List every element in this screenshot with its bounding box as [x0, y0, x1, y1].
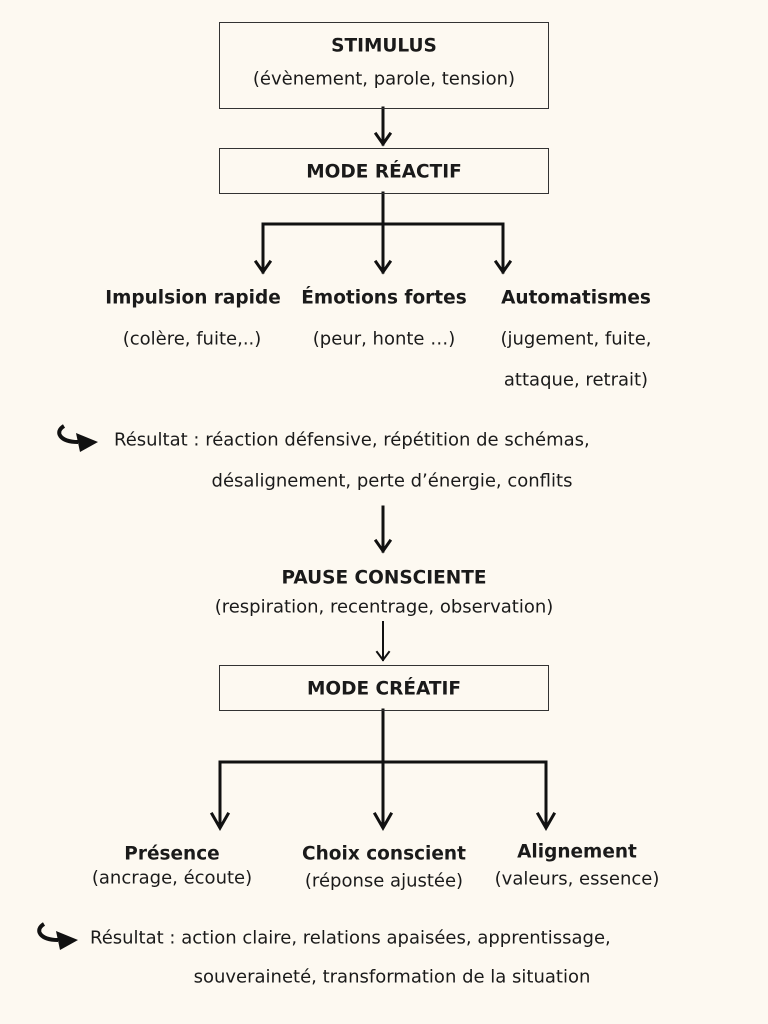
reactive-result-line2: désalignement, perte d’énergie, conflits [211, 470, 573, 492]
creative-mode-title: MODE CRÉATIF [306, 678, 462, 700]
creative-branch-title: Présence [124, 843, 220, 865]
reactive-branch-title: Émotions fortes [301, 287, 467, 309]
creative-branch-title: Alignement [517, 841, 637, 863]
creative-result-line2: souveraineté, transformation de la situa… [193, 966, 591, 988]
reactive-branch-detail: (jugement, fuite, [500, 328, 652, 350]
reactive-mode-box [219, 148, 549, 194]
curved-arrow-icon [57, 424, 98, 452]
creative-result-line1: Résultat : action claire, relations apai… [90, 927, 611, 949]
stimulus-box [219, 22, 549, 109]
reactive-branch-detail: (peur, honte …) [312, 328, 456, 350]
pause-title: PAUSE CONSCIENTE [281, 567, 487, 589]
creative-mode-box [219, 665, 549, 711]
reactive-branch-title: Impulsion rapide [105, 287, 281, 309]
stimulus-title: STIMULUS [331, 35, 437, 57]
creative-branch-lines [218, 708, 548, 828]
pause-subtitle: (respiration, recentrage, observation) [214, 596, 554, 618]
creative-branch-detail: (valeurs, essence) [494, 868, 660, 890]
reactive-branch-detail: (colère, fuite,..) [122, 328, 262, 350]
reactive-result-line1: Résultat : réaction défensive, répétitio… [114, 429, 590, 451]
creative-branch-detail: (réponse ajustée) [304, 870, 464, 892]
reactive-branch-title: Automatismes [501, 287, 651, 309]
reactive-branch-detail: attaque, retrait) [503, 369, 649, 391]
reactive-mode-title: MODE RÉACTIF [306, 161, 462, 183]
creative-branch-detail: (ancrage, écoute) [91, 867, 253, 889]
stimulus-subtitle: (évènement, parole, tension) [252, 68, 516, 90]
reactive-branch-lines [261, 191, 505, 274]
curved-arrow-icon [37, 922, 78, 950]
creative-branch-title: Choix conscient [302, 843, 466, 865]
